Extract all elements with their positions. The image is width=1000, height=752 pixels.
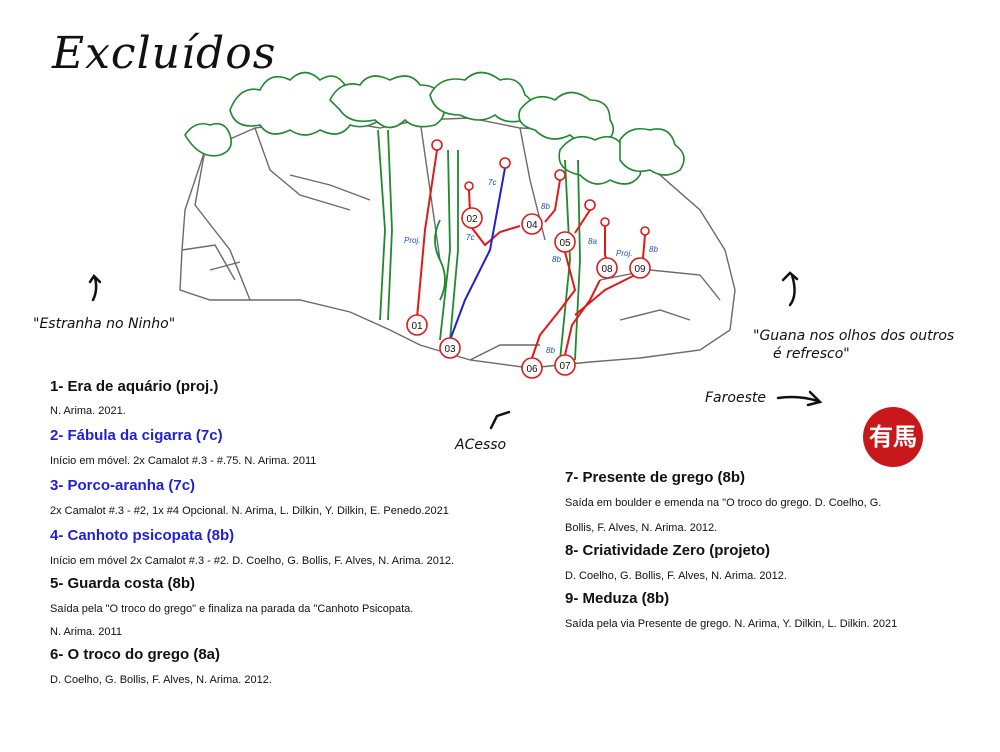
route-line-07 <box>564 279 601 356</box>
sector-label-right-1: "Guana nos olhos dos outros <box>753 328 955 344</box>
route-line-02b <box>471 225 521 247</box>
route-desc-4: Início em móvel 2x Camalot #.3 - #2. D. … <box>50 555 455 567</box>
route-grades: Proj. 7c 7c 8b 8a 8b Proj. 8b 8b <box>404 178 658 355</box>
svg-text:8a: 8a <box>588 237 597 246</box>
route-line-08 <box>604 226 607 259</box>
svg-text:06: 06 <box>526 364 538 375</box>
route-line-07b <box>574 274 636 316</box>
route-desc-2: Início em móvel. 2x Camalot #.3 - #.75. … <box>50 455 317 467</box>
route-title-2: 2- Fábula da cigarra (7c) <box>50 427 223 444</box>
route-line-06 <box>531 251 577 359</box>
svg-text:04: 04 <box>526 220 538 231</box>
route-marker-01: 01 <box>406 314 428 336</box>
seal-logo: 有馬 <box>863 407 923 467</box>
route-marker-04: 04 <box>521 213 543 235</box>
route-marker-07: 07 <box>554 354 576 376</box>
svg-text:09: 09 <box>634 264 646 275</box>
route-line-05 <box>574 209 591 234</box>
route-title-6: 6- O troco do grego (8a) <box>50 646 221 663</box>
tree-trunks <box>377 129 581 361</box>
route-desc-1: N. Arima. 2021. <box>50 405 126 417</box>
access-label: ACesso <box>455 437 507 453</box>
seal-glyphs: 有馬 <box>869 422 917 451</box>
route-desc-7b: Bollis, F. Alves, N. Arima. 2012. <box>565 522 718 534</box>
arrow-access <box>489 410 511 430</box>
sector-label-right-2: é refresco" <box>773 346 850 362</box>
route-marker-09: 09 <box>629 257 651 279</box>
page-title: Excluídos <box>52 28 277 79</box>
route-marker-08: 08 <box>596 257 618 279</box>
route-marker-06: 06 <box>521 357 543 379</box>
route-desc-6: D. Coelho, G. Bollis, F. Alves, N. Arima… <box>50 674 272 686</box>
svg-text:08: 08 <box>601 264 613 275</box>
svg-text:8b: 8b <box>541 202 550 211</box>
svg-text:05: 05 <box>559 238 571 249</box>
faroeste-label: Faroeste <box>705 390 766 406</box>
svg-text:02: 02 <box>466 214 478 225</box>
route-desc-5a: Saída pela "O troco do grego" e finaliza… <box>50 603 414 615</box>
route-anchors <box>431 139 650 236</box>
route-desc-3: 2x Camalot #.3 - #2, 1x #4 Opcional. N. … <box>50 505 449 517</box>
route-title-5: 5- Guarda costa (8b) <box>50 575 196 592</box>
route-desc-9: Saída pela via Presente de grego. N. Ari… <box>565 618 898 630</box>
route-line-04 <box>544 179 561 223</box>
route-desc-7a: Saída em boulder e emenda na "O troco do… <box>565 497 882 509</box>
sector-label-left: "Estranha no Ninho" <box>33 316 176 332</box>
route-desc-5b: N. Arima. 2011 <box>50 626 122 638</box>
svg-text:7c: 7c <box>488 178 496 187</box>
svg-text:8b: 8b <box>552 255 561 264</box>
svg-text:Proj.: Proj. <box>616 249 632 258</box>
svg-text:01: 01 <box>411 321 423 332</box>
tree-foliage <box>184 71 685 185</box>
svg-text:7c: 7c <box>466 233 474 242</box>
arrow-right-sector <box>781 271 799 307</box>
route-marker-02: 02 <box>461 207 483 229</box>
route-title-8: 8- Criatividade Zero (projeto) <box>565 542 771 559</box>
svg-text:Proj.: Proj. <box>404 236 420 245</box>
svg-text:8b: 8b <box>649 245 658 254</box>
arrows <box>88 271 823 430</box>
svg-text:07: 07 <box>559 361 571 372</box>
route-lines <box>416 149 646 359</box>
route-desc-8: D. Coelho, G. Bollis, F. Alves, N. Arima… <box>565 570 787 582</box>
route-title-3: 3- Porco-aranha (7c) <box>50 477 196 494</box>
route-line-09 <box>642 234 646 259</box>
routes-right: 7- Presente de grego (8b) Saída em bould… <box>565 469 985 630</box>
route-title-9: 9- Meduza (8b) <box>565 590 670 607</box>
svg-text:03: 03 <box>444 344 456 355</box>
route-title-7: 7- Presente de grego (8b) <box>565 469 746 486</box>
svg-text:8b: 8b <box>546 346 555 355</box>
route-line-01 <box>416 149 438 319</box>
route-marker-03: 03 <box>439 337 461 359</box>
route-markers: 01 02 03 04 05 06 07 08 09 <box>406 207 651 379</box>
route-title-4: 4- Canhoto psicopata (8b) <box>50 527 235 544</box>
arrow-left-sector <box>88 274 102 302</box>
routes-left: 1- Era de aquário (proj.) N. Arima. 2021… <box>50 378 550 686</box>
rock-outline <box>179 117 736 369</box>
arrow-faroeste <box>776 390 823 407</box>
route-marker-05: 05 <box>554 231 576 253</box>
route-line-03 <box>449 167 506 341</box>
route-title-1: 1- Era de aquário (proj.) <box>50 378 219 395</box>
